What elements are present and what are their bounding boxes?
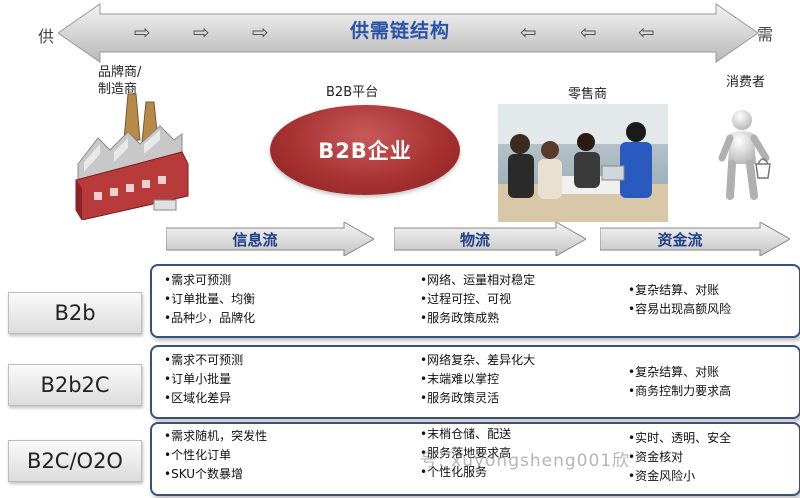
- cell-line: •资金核对: [628, 450, 684, 464]
- row-label-b2b2c: B2b2C: [8, 364, 142, 406]
- cell-line: •需求可预测: [164, 273, 232, 287]
- manufacturer-label-line: 制造商: [98, 82, 138, 97]
- b2c-info-cell: •需求随机，突发性 •个性化订单 •SKU个数暴增: [164, 427, 267, 484]
- consumer-label: 消费者: [726, 75, 766, 90]
- cell-line: •订单小批量: [164, 372, 232, 386]
- b2b2c-logistics-cell: •网络复杂、差异化大 •末端难以掌控 •服务政策灵活: [420, 351, 535, 408]
- b2b-info-cell: •需求可预测 •订单批量、均衡 •品种少，品牌化: [164, 271, 255, 328]
- manufacturer-label: 品牌商/ 制造商: [98, 64, 141, 98]
- cell-line: •个性化服务: [420, 465, 488, 479]
- cell-line: •品种少，品牌化: [164, 311, 256, 325]
- cell-line: •商务控制力要求高: [628, 384, 732, 398]
- wechat-watermark: 号: xuyongsheng001欣: [420, 451, 631, 471]
- cell-line: •区域化差异: [164, 391, 232, 405]
- information-flow-arrow: [166, 222, 374, 256]
- demand-end-label: 需: [757, 25, 774, 44]
- cell-line: •订单批量、均衡: [164, 292, 256, 306]
- cell-line: •资金风险小: [628, 469, 696, 483]
- factory-icon: [75, 93, 189, 220]
- left-arrow-icon: ⇦: [638, 20, 655, 44]
- cell-line: •末端难以掌控: [420, 372, 500, 386]
- row-panel-b2c-o2o: [150, 422, 800, 496]
- cell-line: •SKU个数暴增: [164, 467, 244, 481]
- logistics-flow-arrow: [394, 222, 586, 256]
- cell-line: •服务政策成熟: [420, 311, 500, 325]
- supply-end-label: 供: [38, 27, 55, 46]
- b2b-enterprise-ellipse: B2B企业: [270, 105, 460, 195]
- chain-title: 供需链结构: [349, 20, 450, 42]
- b2b-logistics-cell: •网络、运量相对稳定 •过程可控、可视 •服务政策成熟: [420, 271, 535, 328]
- b2c-logistics-cell: •末梢仓储、配送 •服务落地要求高 •个性化服务: [420, 425, 511, 482]
- cell-line: •网络、运量相对稳定: [420, 273, 536, 287]
- right-arrow-icon: ⇨: [193, 20, 210, 44]
- cell-line: •容易出现高额风险: [628, 302, 732, 316]
- supply-demand-arrow: [58, 3, 758, 63]
- cell-line: •服务落地要求高: [420, 446, 512, 460]
- b2b2c-finance-cell: •复杂结算、对账 •商务控制力要求高: [628, 363, 731, 401]
- cell-line: •实时、透明、安全: [628, 431, 732, 445]
- information-flow-label: 信息流: [232, 231, 278, 249]
- cell-line: •末梢仓储、配送: [420, 427, 512, 441]
- left-arrow-icon: ⇦: [520, 20, 537, 44]
- right-arrow-icon: ⇨: [134, 20, 151, 44]
- cell-line: •复杂结算、对账: [628, 365, 720, 379]
- row-panel-b2b2c: [150, 345, 800, 419]
- cell-line: •服务政策灵活: [420, 391, 500, 405]
- row-label-b2b: B2b: [8, 292, 142, 334]
- left-arrow-icon: ⇦: [580, 20, 597, 44]
- platform-label: B2B平台: [326, 85, 379, 100]
- cell-line: •网络复杂、差异化大: [420, 353, 536, 367]
- b2b-finance-cell: •复杂结算、对账 •容易出现高额风险: [628, 281, 731, 319]
- capital-flow-arrow: [600, 222, 790, 256]
- retail-store-photo: [498, 104, 668, 222]
- logistics-flow-label: 物流: [459, 231, 490, 249]
- capital-flow-label: 资金流: [657, 231, 703, 249]
- cell-line: •复杂结算、对账: [628, 283, 720, 297]
- cell-line: •需求随机，突发性: [164, 429, 268, 443]
- manufacturer-label-line: 品牌商/: [98, 65, 142, 80]
- b2c-finance-cell: •实时、透明、安全 •资金核对 •资金风险小: [628, 429, 731, 486]
- consumer-figure-icon: [718, 110, 771, 200]
- store-scene-icon: [498, 104, 668, 222]
- retailer-label: 零售商: [568, 87, 608, 102]
- row-label-b2c-o2o: B2C/O2O: [8, 440, 142, 482]
- cell-line: •个性化订单: [164, 448, 232, 462]
- right-arrow-icon: ⇨: [252, 20, 269, 44]
- cell-line: •需求不可预测: [164, 353, 244, 367]
- b2b2c-info-cell: •需求不可预测 •订单小批量 •区域化差异: [164, 351, 243, 408]
- cell-line: •过程可控、可视: [420, 292, 512, 306]
